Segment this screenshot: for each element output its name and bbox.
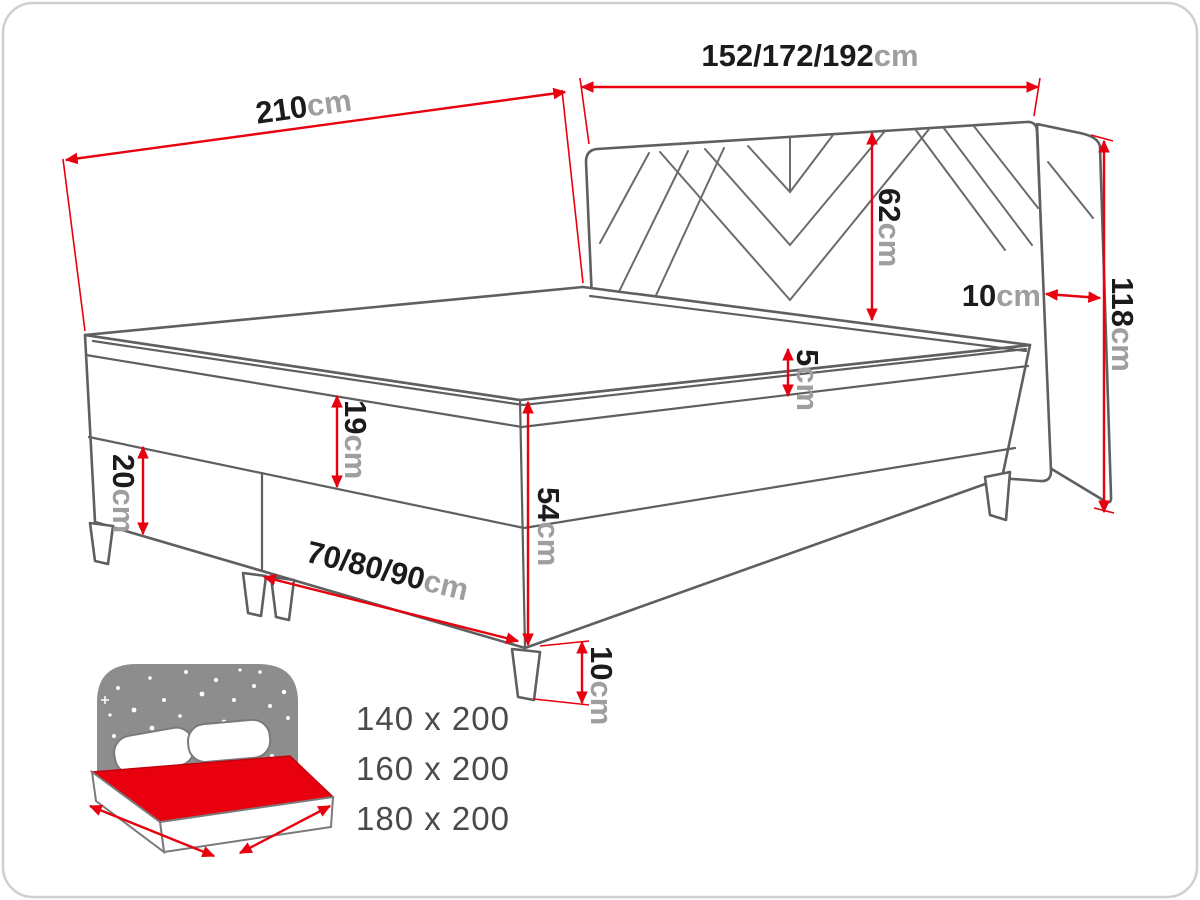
dim-base-height-label: 20cm [106,454,141,533]
icon-pillow-right [187,718,272,763]
dim-headboard-panel-height-label: 62cm [872,188,907,267]
leg-near-foot [510,647,542,702]
dim-mattress-height: 19cm [331,394,373,489]
dim-mattress-height-label: 19cm [338,400,373,479]
icon-width-arrow [88,804,216,858]
bed-drawing [83,120,1113,702]
dim-leg-height-label: 10cm [584,646,619,725]
dim-leg-height: 10cm [533,640,619,725]
size-option-2: 160 x 200 [356,750,510,787]
leg-near-head [983,470,1012,522]
dim-headboard-depth: 10cm [962,278,1102,313]
dim-base-height: 20cm [106,445,149,536]
dim-headboard-total-height-label: 118cm [1105,277,1140,372]
dim-topper-height: 5cm [782,347,825,411]
bed-size-icon [88,664,335,858]
dim-bed-length-label: 210cm [253,83,353,131]
dim-headboard-total-height: 118cm [1090,134,1140,514]
dim-bed-length: 210cm [62,83,584,332]
leg-mid-left [241,571,268,618]
size-option-1: 140 x 200 [356,700,510,737]
dim-bed-total-height-label: 54cm [531,487,566,566]
dim-bed-total-height: 54cm [522,400,566,647]
size-list: 140 x 200 160 x 200 180 x 200 [356,700,510,837]
size-option-3: 180 x 200 [356,800,510,837]
dim-headboard-depth-label: 10cm [962,278,1041,313]
leg-far-foot [88,521,115,566]
topper-seam [84,353,1030,429]
dim-headboard-width-label: 152/172/192cm [701,38,918,73]
dim-headboard-panel-height: 62cm [866,131,907,322]
dim-headboard-width: 152/172/192cm [579,38,1041,145]
headboard-chevron-pattern [599,124,1039,331]
mattress-top-surface [83,285,1032,402]
headboard-base-line [588,294,1028,353]
icon-length-arrow [238,804,332,855]
headboard-side-pattern-line [1047,161,1094,219]
dim-topper-height-label: 5cm [790,349,825,411]
